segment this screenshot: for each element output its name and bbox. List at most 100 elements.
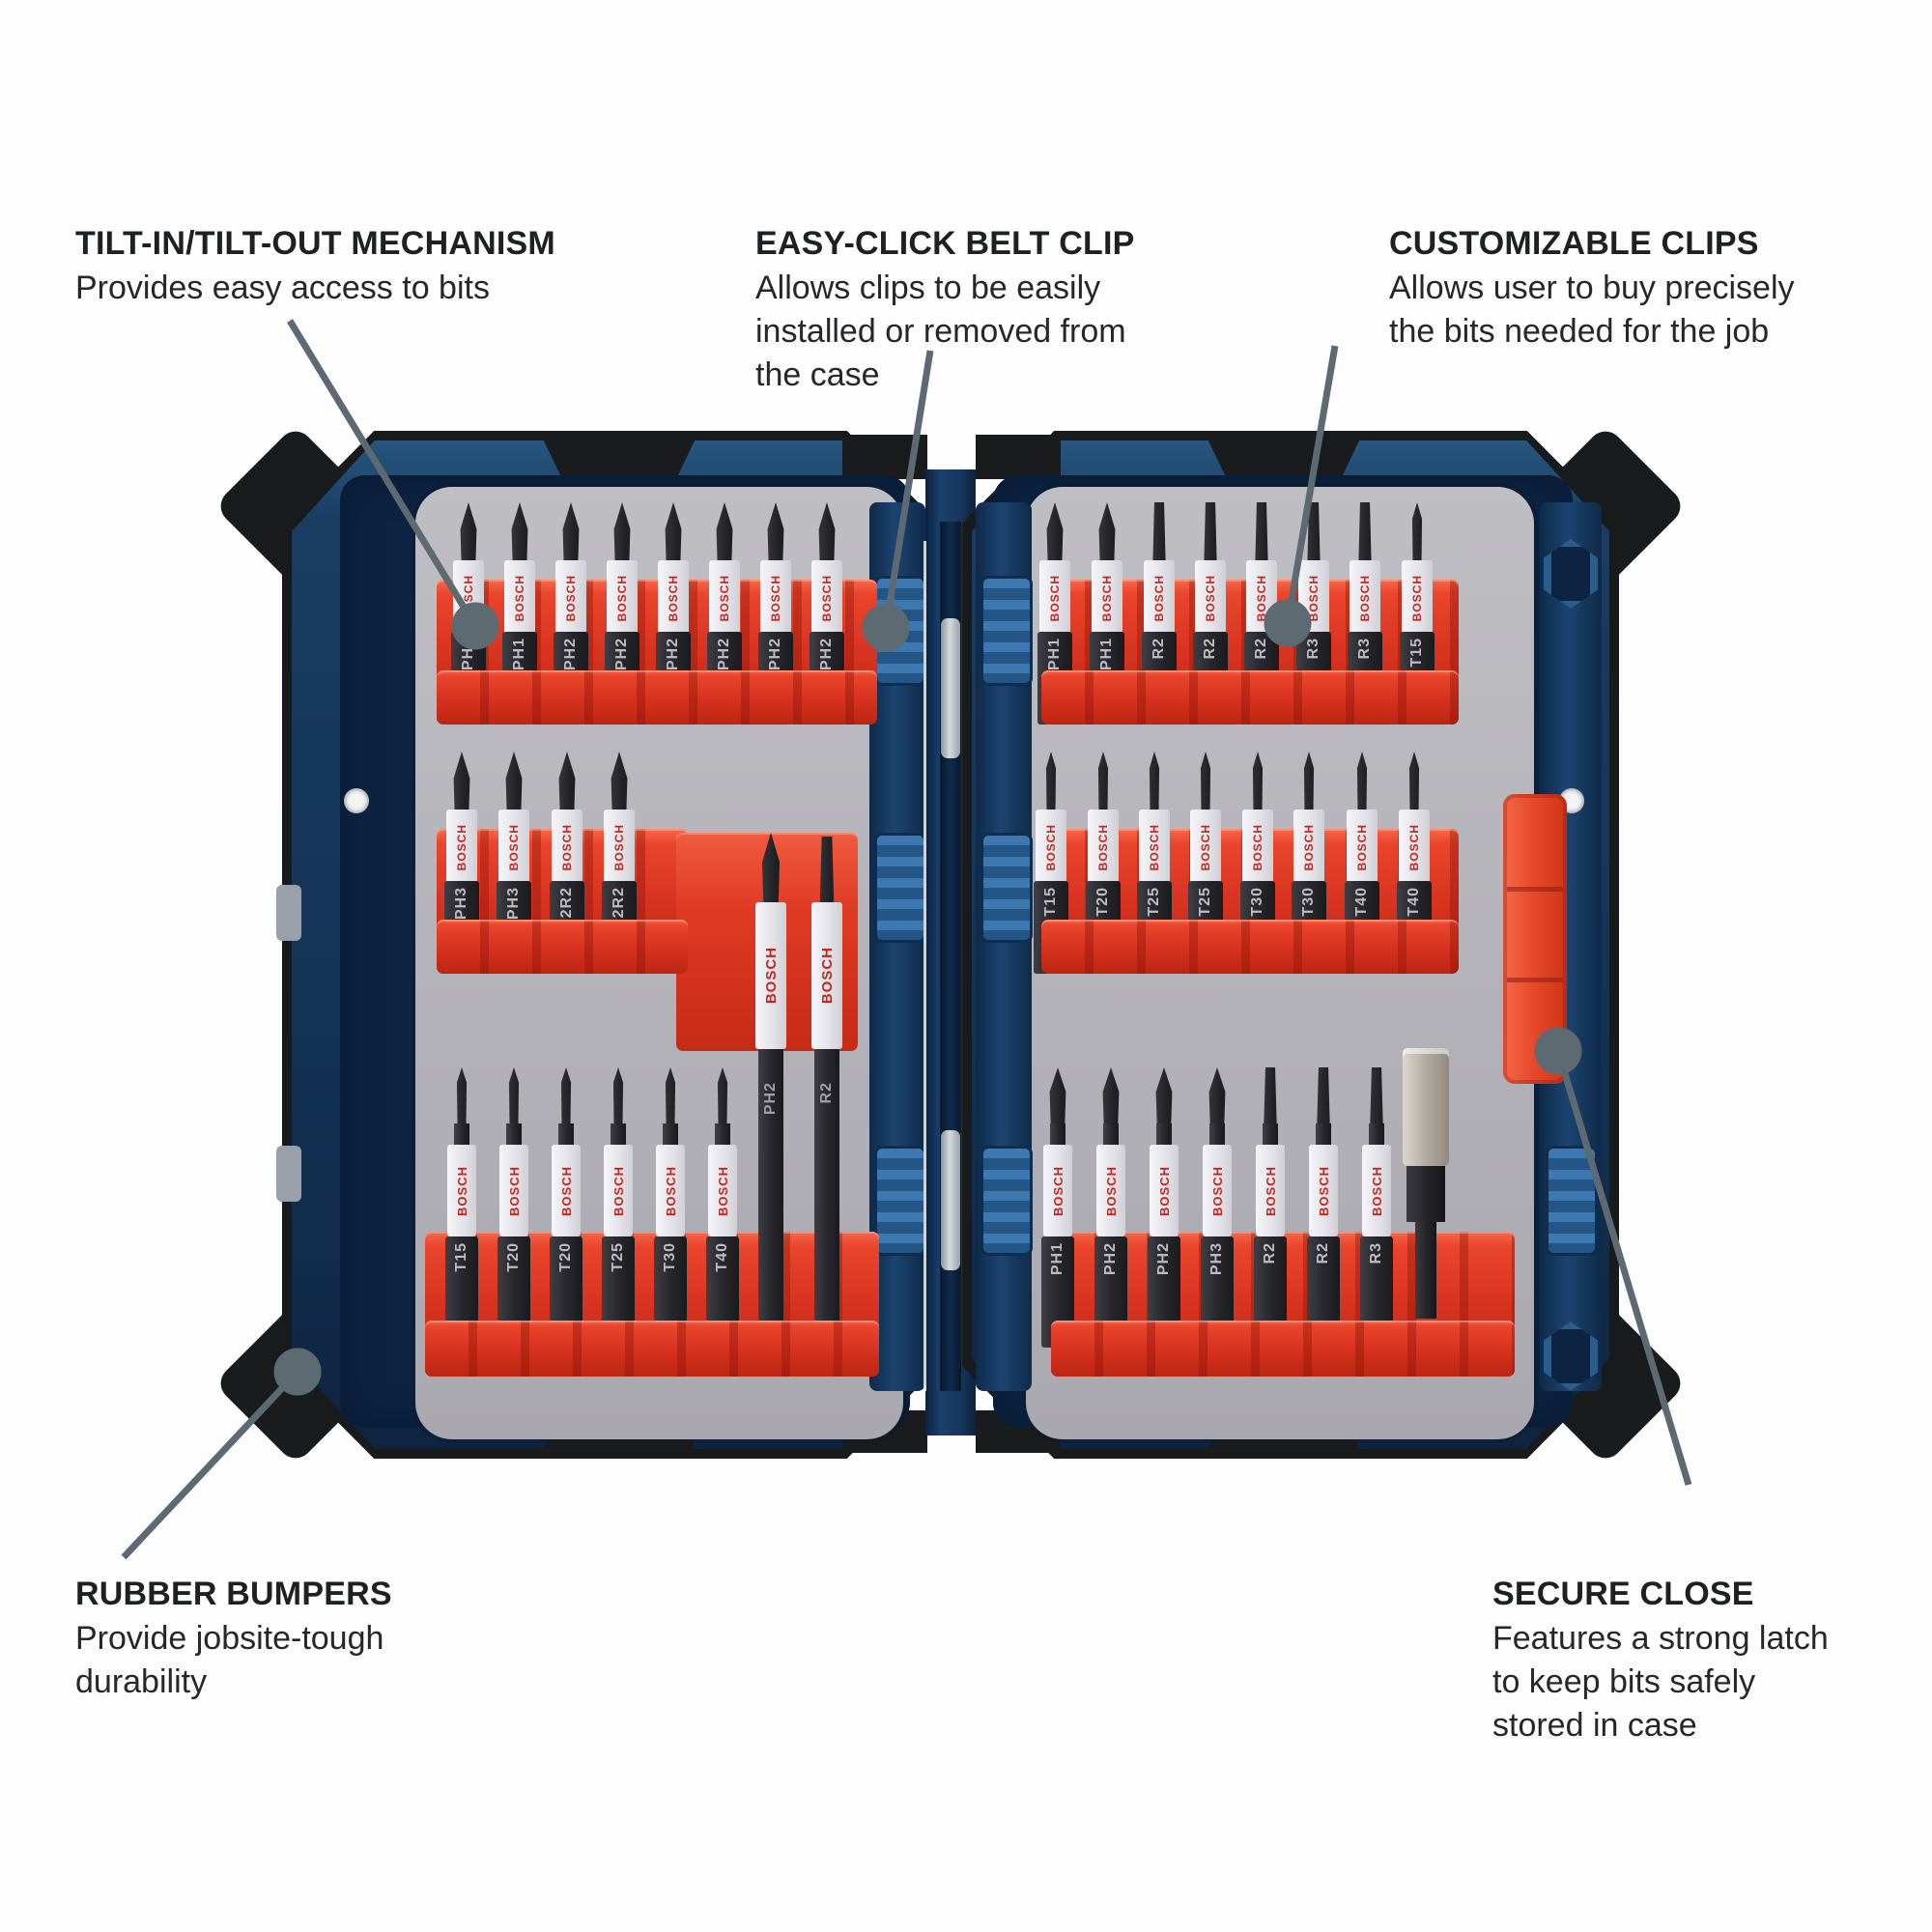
- bosch-band-text: BOSCH: [1048, 574, 1062, 622]
- bit-band: BOSCH: [1096, 1145, 1125, 1236]
- callout-belt-clip: EASY-CLICK BELT CLIP Allows clips to be …: [755, 222, 1166, 397]
- secure-close-latch: [1503, 794, 1567, 1084]
- bit-size-label: T15: [1042, 887, 1059, 917]
- bosch-band-text: BOSCH: [1044, 823, 1058, 871]
- bit-size-label: PH2: [562, 638, 579, 671]
- bit-size-label: T15: [453, 1242, 469, 1272]
- bit-tip: [1102, 1067, 1120, 1125]
- callout-body: Features a strong latch to keep bits saf…: [1492, 1620, 1829, 1744]
- bosch-band-text: BOSCH: [1199, 823, 1212, 871]
- belt-clip: [980, 576, 1033, 686]
- bosch-band-text: BOSCH: [1050, 1165, 1065, 1216]
- latch-ridge: [1507, 978, 1563, 982]
- bit-band: BOSCH: [1362, 1145, 1391, 1236]
- bosch-band-text: BOSCH: [462, 574, 475, 622]
- bit-tip: [456, 1067, 468, 1125]
- bit-tip: [613, 502, 631, 566]
- bosch-band-text: BOSCH: [1307, 574, 1321, 622]
- bit-shaft: PH2: [758, 1049, 783, 1350]
- bosch-band-text: BOSCH: [1302, 823, 1316, 871]
- bit-tip: [717, 1067, 728, 1125]
- bit-size-label: R2: [1262, 1242, 1278, 1264]
- bosch-band-text: BOSCH: [1407, 823, 1421, 871]
- bit-band: BOSCH: [552, 1145, 581, 1236]
- bit-band: BOSCH: [1242, 810, 1273, 885]
- bit-band: BOSCH: [656, 1145, 685, 1236]
- bit-tip: [818, 502, 836, 566]
- bit-tip: [1317, 1067, 1330, 1125]
- bit-tip: [762, 833, 780, 902]
- bit-band: BOSCH: [453, 560, 484, 636]
- side-tab: [276, 885, 301, 941]
- bit-band: BOSCH: [1088, 810, 1119, 885]
- bit-size-label: T20: [1094, 887, 1111, 917]
- bosch-band-text: BOSCH: [1369, 1165, 1384, 1216]
- bit-band: BOSCH: [755, 902, 786, 1049]
- bit-band: BOSCH: [604, 810, 635, 885]
- bit-tip: [1204, 502, 1217, 566]
- bit-size-label: PH2: [1102, 1242, 1119, 1276]
- bit-size-label: T30: [662, 1242, 678, 1272]
- bit-size-label: T25: [1197, 887, 1213, 917]
- bit-shaft: [558, 1123, 574, 1147]
- bit-size-label: PH2: [767, 638, 783, 671]
- bit-band: BOSCH: [1350, 560, 1380, 636]
- callout-title: CUSTOMIZABLE CLIPS: [1389, 225, 1759, 262]
- bit-tip: [767, 502, 784, 566]
- bit-band: BOSCH: [1144, 560, 1175, 636]
- bit-tip: [1208, 1067, 1226, 1125]
- bit-band: BOSCH: [1309, 1145, 1338, 1236]
- bit-shaft: [454, 1123, 469, 1147]
- bit-band: BOSCH: [1347, 810, 1378, 885]
- bit-band: BOSCH: [811, 902, 842, 1049]
- bit-size-label: PH3: [505, 887, 522, 921]
- bosch-band-text: BOSCH: [1358, 574, 1372, 622]
- bit-shaft: [1369, 1123, 1384, 1147]
- callout-body: Allows user to buy precisely the bits ne…: [1389, 270, 1795, 350]
- bit-size-label: R2: [1202, 638, 1218, 660]
- bit-size-label: R3: [1368, 1242, 1384, 1264]
- clip-front-rail: [1041, 920, 1459, 974]
- bit-size-label: R3: [1305, 638, 1321, 660]
- callout-body: Allows clips to be easily installed or r…: [755, 270, 1126, 393]
- belt-clip: [874, 833, 926, 943]
- bosch-band-text: BOSCH: [762, 947, 780, 1005]
- bit-size-label: PH1: [511, 638, 527, 671]
- bit-tip: [1303, 752, 1315, 815]
- bit-band: BOSCH: [708, 1145, 737, 1236]
- bit-size-label: PH2: [818, 638, 835, 671]
- bit-band: BOSCH: [1036, 810, 1066, 885]
- bosch-band-text: BOSCH: [718, 574, 731, 622]
- latch-ridge: [1507, 887, 1563, 892]
- bit-band: BOSCH: [1256, 1145, 1285, 1236]
- bit-size-label: T30: [1300, 887, 1317, 917]
- bit-tip: [558, 752, 576, 815]
- bit-shaft: [1316, 1123, 1331, 1147]
- bit-size-label: PH1: [1049, 1242, 1065, 1276]
- bit-shaft: [1050, 1123, 1065, 1147]
- bosch-band-text: BOSCH: [560, 823, 574, 871]
- hinge-highlight: [923, 541, 926, 1391]
- bit-tip: [1152, 502, 1166, 566]
- bit-band: BOSCH: [1190, 810, 1221, 885]
- bit-size-label: PH3: [1208, 1242, 1225, 1276]
- belt-clip: [980, 833, 1033, 943]
- callout-rubber-bumpers: RUBBER BUMPERS Provide jobsite-tough dur…: [75, 1573, 423, 1704]
- bit-band: BOSCH: [607, 560, 638, 636]
- bosch-band-text: BOSCH: [455, 823, 469, 871]
- bosch-band-text: BOSCH: [1209, 1165, 1225, 1216]
- bit-size-label: R3: [1356, 638, 1373, 660]
- bit-size-label: PH2: [665, 638, 681, 671]
- bit-band: BOSCH: [1195, 560, 1226, 636]
- bosch-band-text: BOSCH: [1263, 1165, 1278, 1216]
- bosch-band-text: BOSCH: [1152, 574, 1166, 622]
- bit-tip: [1098, 502, 1116, 566]
- bit-tip: [505, 752, 523, 815]
- bit-tip: [511, 502, 528, 566]
- bit-band: BOSCH: [447, 1145, 476, 1236]
- holder-collar: [1406, 1166, 1445, 1222]
- bit-size-label: PH1: [1098, 638, 1115, 671]
- bit-band: BOSCH: [1150, 1145, 1179, 1236]
- bit-tip: [665, 502, 682, 566]
- bosch-band-text: BOSCH: [818, 947, 836, 1005]
